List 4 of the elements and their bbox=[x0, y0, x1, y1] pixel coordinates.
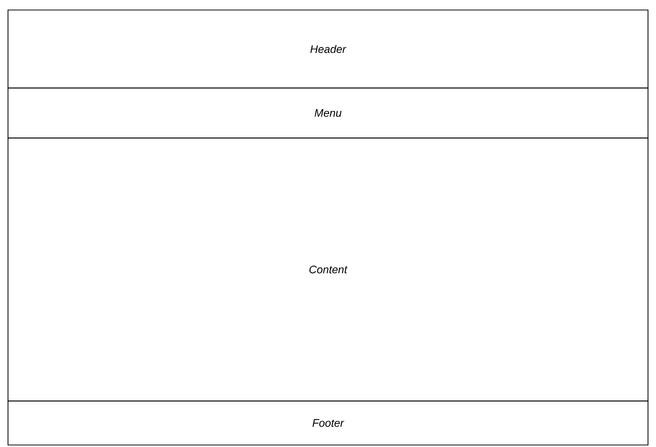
layout-section-box: Content bbox=[8, 138, 648, 402]
layout-section-box: Footer bbox=[8, 400, 648, 446]
layout-section-box: Menu bbox=[8, 88, 648, 138]
layout-section-box: Header bbox=[8, 10, 648, 88]
